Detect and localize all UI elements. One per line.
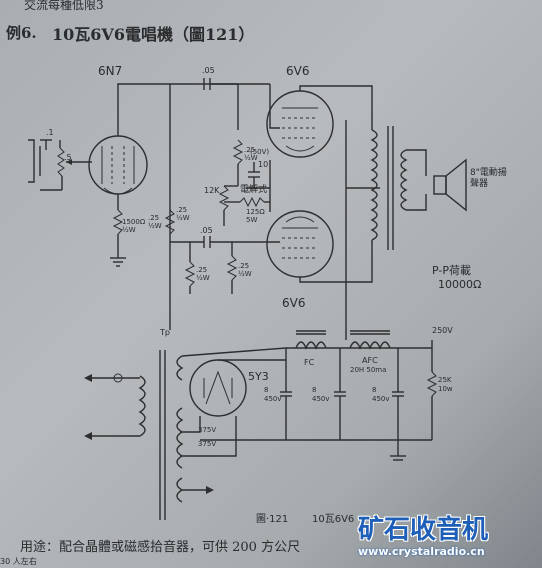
watermark-url: www.crystalradio.cn (358, 545, 485, 558)
label-cap-05-mid: .05 (200, 226, 213, 235)
label-load-1: P-P荷載 (432, 264, 471, 277)
label-50v: (50V) (250, 148, 270, 156)
label-6v6-bottom: 6V6 (282, 296, 306, 310)
label-pot: .5 (64, 153, 72, 162)
resistor-25-plate (232, 139, 244, 186)
label-tp: Tp (160, 328, 170, 337)
label-afc-spec: 20H 50ma (350, 366, 387, 374)
label-cap-05-top: .05 (202, 66, 215, 75)
resistor-12k (218, 185, 238, 226)
capacitor-8-c (392, 348, 404, 440)
resistor-25-grid-c (184, 261, 196, 287)
tube-5y3 (189, 359, 247, 417)
volume-potentiometer (57, 140, 92, 190)
label-6n7: 6N7 (98, 64, 123, 78)
caption-figure-title: 10瓦6V6 (312, 514, 355, 525)
page-corner-text: 30 人左右 (0, 557, 37, 566)
figure-number: 例6. (6, 24, 37, 42)
watermark-logo: 矿石收音机 (358, 515, 489, 545)
label-fc: FC (304, 358, 315, 367)
capacitor-8-b (334, 348, 346, 440)
resistor-125 (239, 196, 265, 208)
label-cap-10: 10 (258, 160, 269, 169)
resistor-1500 (110, 194, 126, 267)
choke-fc (295, 330, 327, 350)
power-transformer (138, 350, 184, 520)
output-transformer (370, 126, 427, 250)
capacitor-10 (248, 162, 260, 188)
input-jack (28, 139, 52, 183)
tube-6v6-bottom (266, 210, 334, 278)
label-speaker: 8"電動揚聲器 (470, 168, 507, 189)
label-375v-a: 375V (198, 426, 217, 434)
resistor-25-grid-b (226, 255, 238, 281)
choke-afc (349, 330, 391, 350)
capacitor-05-mid (203, 236, 211, 248)
tube-6n7 (88, 135, 148, 195)
label-375v-b: 375V (198, 440, 217, 448)
label-electrolytic: 電解式 (240, 185, 268, 195)
label-6v6-top: 6V6 (286, 64, 310, 78)
caption-figure-number: 圖·121 (256, 514, 289, 525)
figure-title: 10瓦6V6電唱機（圖121） (52, 25, 255, 44)
resistor-25k (426, 348, 438, 440)
label-load-2: 10000Ω (438, 278, 482, 291)
speaker-icon (433, 158, 467, 212)
tube-6v6-top (266, 90, 334, 158)
footer-text: 用途：配合晶體或磁感拾音器，可供 200 方公尺 (20, 540, 301, 555)
label-res-12k: 12K (204, 186, 220, 195)
label-250v: 250V (432, 326, 453, 335)
watermark: 矿石收音机 www.crystalradio.cn (358, 509, 538, 565)
capacitor-8-a (280, 348, 292, 440)
resistor-25-grid-a (164, 209, 176, 235)
label-input-cap: .1 (46, 128, 54, 137)
header-top-line: 交流每種低限3 (24, 0, 104, 12)
label-5y3: 5Y3 (248, 370, 269, 383)
label-afc: AFC (362, 356, 378, 365)
